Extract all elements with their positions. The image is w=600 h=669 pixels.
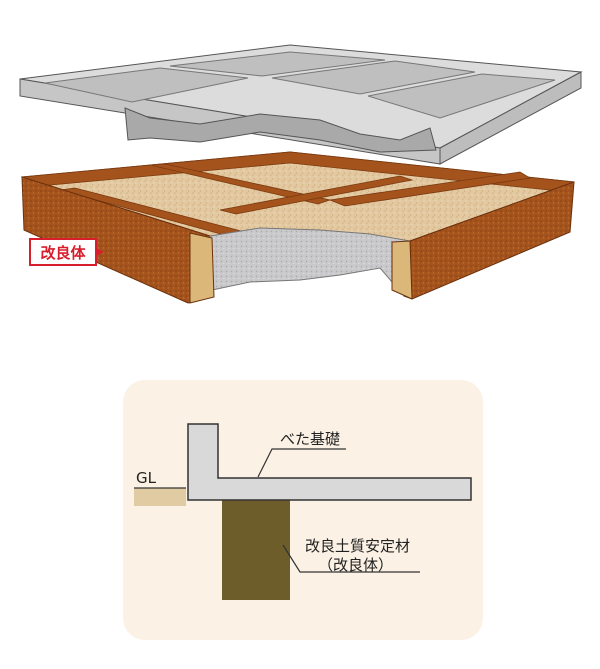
cross-section-panel: GL べた基礎 改良土質安定材 （改良体） [123, 380, 483, 640]
mat-slab-3d [19, 44, 583, 165]
panel-background [123, 380, 483, 640]
soil-stabilizer-sublabel: （改良体） [318, 556, 393, 574]
mat-foundation-section [187, 423, 472, 501]
slab-broken-edge [124, 107, 437, 153]
soil-cut-end-right [391, 240, 413, 300]
ground-fill [134, 488, 186, 506]
slab-bay-back [169, 51, 386, 77]
soil-stabilizer-label: 改良土質安定材 [305, 537, 410, 555]
improved-body-tag: 改良体 [29, 238, 104, 266]
slab-right-face [439, 71, 582, 165]
soil-beam-cross-1 [219, 175, 414, 215]
slab-bay-right [271, 60, 476, 95]
mat-foundation-label: べた基礎 [280, 430, 340, 448]
improved-soil-column [222, 500, 290, 600]
improved-body-tag-text: 改良体 [40, 244, 86, 262]
soil-gravel-cut [209, 227, 411, 298]
slab-bay-front-right [367, 73, 556, 119]
soil-stabilizer-leader [282, 544, 420, 573]
slab-bay-left [44, 67, 249, 103]
soil-cut-end-left [189, 232, 215, 304]
soil-beam-cross-2 [328, 171, 532, 207]
improved-body-tag-box [29, 238, 97, 266]
improved-body-tag-pointer [96, 248, 104, 256]
gl-label: GL [136, 469, 157, 487]
soil-grid-3d [20, 151, 575, 304]
mat-foundation-leader [257, 448, 346, 478]
